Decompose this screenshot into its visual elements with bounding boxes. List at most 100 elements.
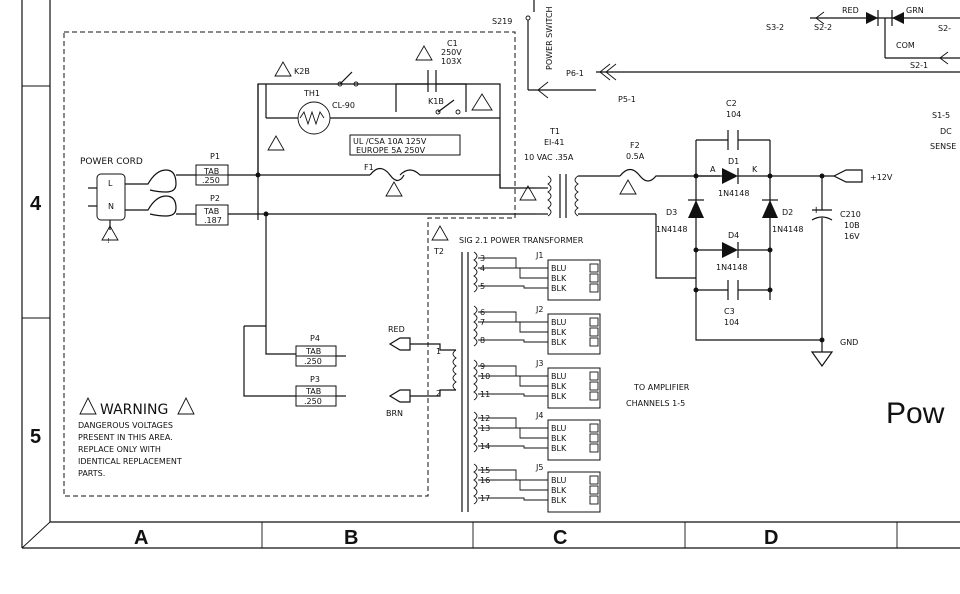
c210-value: 10B bbox=[844, 221, 860, 230]
amp-label-2: CHANNELS 1-5 bbox=[626, 399, 685, 408]
line-wire bbox=[228, 83, 501, 176]
p2-tab-size: .187 bbox=[204, 216, 222, 225]
grn-label: GRN bbox=[906, 6, 924, 15]
p1-label: P1 bbox=[210, 152, 220, 161]
wire-color-label: BLK bbox=[551, 496, 567, 505]
capacitor-c210: + bbox=[811, 176, 833, 340]
p6-label: P6-1 bbox=[566, 69, 584, 78]
d1-cathode: K bbox=[752, 165, 758, 174]
fuse-f1 bbox=[369, 167, 405, 197]
tab-p1 bbox=[195, 164, 229, 186]
f2-label: F2 bbox=[630, 141, 640, 150]
c210-voltage: 16V bbox=[844, 232, 860, 241]
tab-p2 bbox=[195, 204, 229, 226]
svg-text:+: + bbox=[812, 205, 820, 216]
row-label-5: 5 bbox=[30, 426, 41, 448]
cl90-label: CL-90 bbox=[332, 101, 355, 110]
s2c-label: S2-1 bbox=[910, 61, 928, 70]
red-top-label: RED bbox=[842, 6, 859, 15]
hazard-area-border bbox=[63, 31, 516, 497]
pin-number: 13 bbox=[480, 424, 490, 433]
wire-color-label: BLK bbox=[551, 328, 567, 337]
plus12v-label: +12V bbox=[870, 173, 893, 182]
drawing-frame bbox=[21, 0, 960, 549]
wire-color-label: BLK bbox=[551, 444, 567, 453]
transformer-t2 bbox=[410, 252, 469, 512]
s3-label: S3-2 bbox=[766, 23, 784, 32]
row-label-4: 4 bbox=[30, 193, 42, 215]
connector-label: J4 bbox=[535, 411, 543, 420]
pin-number: 8 bbox=[480, 336, 485, 345]
f1-label: F1 bbox=[364, 163, 374, 172]
cord-line-label: L bbox=[108, 179, 113, 188]
amp-label-1: TO AMPLIFIER bbox=[633, 383, 690, 392]
d1-label: D1 bbox=[728, 157, 739, 166]
c2-label: C2 bbox=[726, 99, 737, 108]
p2-tab-type: TAB bbox=[203, 207, 219, 216]
t1-label: T1 bbox=[549, 127, 560, 136]
t2-title: SIG 2.1 POWER TRANSFORMER bbox=[459, 236, 584, 245]
c3-label: C3 bbox=[724, 307, 735, 316]
p1-tab-size: .250 bbox=[202, 176, 220, 185]
c210-label: C210 bbox=[840, 210, 861, 219]
k1b-label: K1B bbox=[428, 97, 444, 106]
bridge-rectifier bbox=[688, 130, 834, 341]
plus12v-terminal bbox=[832, 169, 863, 183]
brn-lead-terminal bbox=[388, 389, 411, 403]
pin-number: 10 bbox=[480, 372, 490, 381]
wire-color-label: BLK bbox=[551, 486, 567, 495]
pin-number: 17 bbox=[480, 494, 490, 503]
connector-label: J2 bbox=[535, 305, 543, 314]
p5-label: P5-1 bbox=[618, 95, 636, 104]
p1-tab-type: TAB bbox=[203, 167, 219, 176]
relay-k1b bbox=[395, 84, 493, 115]
p4-label: P4 bbox=[310, 334, 320, 343]
red-lead-label: RED bbox=[388, 325, 405, 334]
pin-number: 5 bbox=[480, 282, 485, 291]
pin-number: 15 bbox=[480, 466, 490, 475]
power-cord: ! bbox=[88, 169, 177, 245]
sheet-title: Pow bbox=[886, 397, 945, 430]
warning-title: WARNING bbox=[100, 402, 168, 418]
pin-number: 6 bbox=[480, 308, 485, 317]
cord-neutral-label: N bbox=[108, 202, 114, 211]
column-label-a: A bbox=[134, 527, 148, 549]
warning-triangle-icon bbox=[267, 135, 285, 151]
fuse-rating-box bbox=[349, 134, 461, 156]
relay-k2b bbox=[274, 61, 359, 87]
column-label-d: D bbox=[764, 527, 778, 549]
c3-value: 104 bbox=[724, 318, 739, 327]
fuse-rating-us: UL /CSA 10A 125V bbox=[353, 137, 427, 146]
wire-color-label: BLK bbox=[551, 392, 567, 401]
p4-wire bbox=[265, 214, 296, 355]
th1-label: TH1 bbox=[303, 89, 320, 98]
power-switch bbox=[525, 0, 960, 81]
pin1-label: 1 bbox=[436, 347, 441, 356]
p3-label: P3 bbox=[310, 375, 320, 384]
warning-line-4: IDENTICAL REPLACEMENT bbox=[78, 457, 182, 466]
power-cord-label: POWER CORD bbox=[80, 157, 143, 167]
com-label: COM bbox=[896, 41, 915, 50]
power-switch-label: POWER SWITCH bbox=[545, 6, 554, 70]
pin-number: 4 bbox=[480, 264, 485, 273]
warning-line-3: REPLACE ONLY WITH bbox=[78, 445, 161, 454]
s2b-label: S2- bbox=[938, 24, 951, 33]
warning-line-1: DANGEROUS VOLTAGES bbox=[78, 421, 173, 430]
k2b-label: K2B bbox=[294, 67, 310, 76]
pin-number: 3 bbox=[480, 254, 485, 263]
d3-label: D3 bbox=[666, 208, 677, 217]
d2-label: D2 bbox=[782, 208, 793, 217]
connector-label: J3 bbox=[535, 359, 543, 368]
pin-number: 7 bbox=[480, 318, 485, 327]
t2-warning-icon bbox=[431, 225, 449, 241]
tab-p3 bbox=[295, 385, 346, 407]
d1-anode: A bbox=[710, 165, 716, 174]
s1-label: S1-5 bbox=[932, 111, 950, 120]
brn-lead-label: BRN bbox=[386, 409, 403, 418]
warning-icon-left bbox=[79, 396, 97, 415]
dc-label: DC bbox=[940, 127, 952, 136]
